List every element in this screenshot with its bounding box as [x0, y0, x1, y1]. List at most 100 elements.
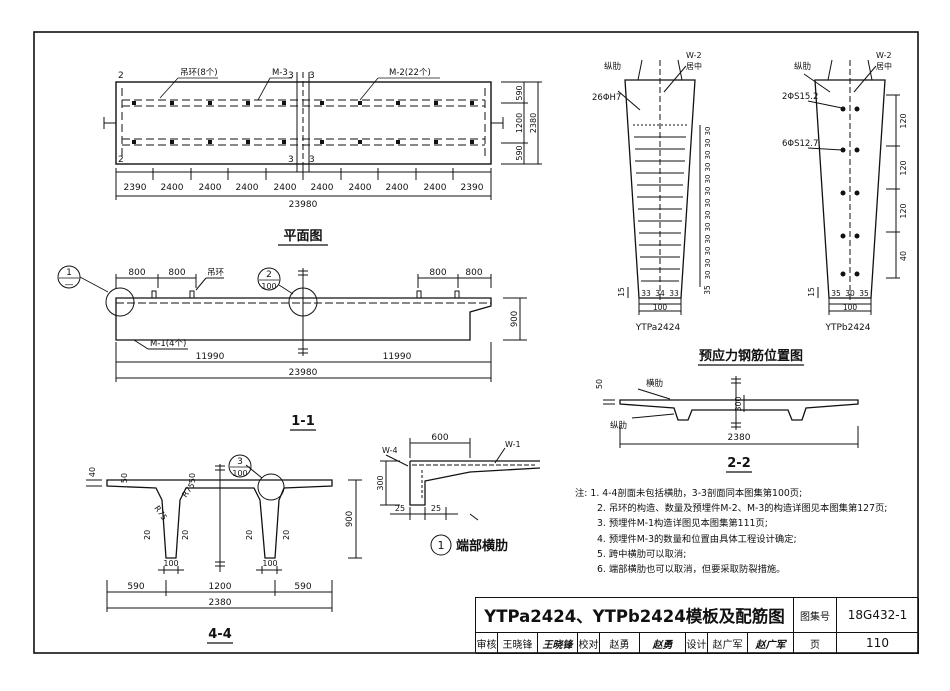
- svg-text:30: 30: [704, 223, 712, 232]
- svg-text:2400: 2400: [386, 183, 409, 193]
- end-rib-d2: 25: [431, 504, 441, 513]
- svg-text:2380: 2380: [209, 598, 232, 608]
- section-44: [86, 464, 362, 612]
- svg-text:2400: 2400: [161, 183, 184, 193]
- section-44-bottom-2: 100: [262, 559, 277, 568]
- page-label: 页: [794, 633, 837, 654]
- atlas-number: 18G432-1: [837, 598, 919, 633]
- review-name: 王晓锋: [498, 633, 538, 654]
- svg-text:3: 3: [288, 155, 294, 165]
- svg-text:34: 34: [655, 289, 665, 298]
- svg-text:40: 40: [899, 251, 908, 261]
- check-label: 校对: [578, 633, 600, 654]
- svg-text:2400: 2400: [274, 183, 297, 193]
- svg-text:120: 120: [899, 203, 908, 218]
- svg-text:2400: 2400: [424, 183, 447, 193]
- tendon-b-bottom-dims: 35 30 35 100: [831, 289, 869, 312]
- svg-text:100: 100: [653, 303, 668, 312]
- end-rib-title: 端部横肋: [456, 538, 508, 554]
- tendon-b-rib-label: 纵肋: [794, 61, 811, 72]
- svg-text:30: 30: [704, 271, 712, 280]
- atlas-label: 图集号: [794, 598, 837, 633]
- tendon-b-w2: W-2: [876, 51, 892, 60]
- svg-text:30: 30: [704, 139, 712, 148]
- svg-text:30: 30: [704, 151, 712, 160]
- svg-text:30: 30: [704, 247, 712, 256]
- callout-1: [57, 265, 109, 293]
- tendon-b-name: YTPb2424: [824, 323, 870, 333]
- section-44-web-top-2: 50: [188, 473, 197, 483]
- svg-text:30: 30: [704, 187, 712, 196]
- end-rib-h: 300: [376, 475, 385, 490]
- svg-text:3: 3: [309, 71, 315, 81]
- tendons-title: 预应力钢筋位置图: [699, 348, 803, 364]
- svg-text:800: 800: [465, 268, 482, 278]
- svg-text:35: 35: [859, 289, 869, 298]
- note-3: 3. 预埋件M-1构造详图见本图集第111页;: [597, 518, 768, 530]
- svg-text:2400: 2400: [199, 183, 222, 193]
- tendon-a-w2: W-2: [686, 51, 702, 60]
- plan-view: [103, 72, 542, 200]
- review-label: 审核: [476, 633, 498, 654]
- svg-text:800: 800: [128, 268, 145, 278]
- note-4: 4. 预埋件M-3的数量和位置由具体工程设计确定;: [597, 533, 797, 545]
- svg-text:35: 35: [703, 285, 712, 295]
- elevation-height: 900: [510, 311, 520, 327]
- svg-text:590: 590: [294, 582, 311, 592]
- svg-text:30: 30: [704, 175, 712, 184]
- svg-text:1200: 1200: [515, 113, 524, 133]
- svg-text:2: 2: [118, 155, 124, 165]
- svg-text:30: 30: [704, 259, 712, 268]
- svg-text:2390: 2390: [461, 183, 484, 193]
- plan-bay-dims: 2390 2400 2400 2400 2400 2400 2400 2400 …: [124, 183, 484, 193]
- plan-section-marks: 2 2 3 3 3 3: [118, 71, 315, 165]
- plan-m2-label: M-2(22个): [389, 68, 431, 78]
- tendon-b: [803, 59, 900, 315]
- svg-text:30: 30: [845, 289, 855, 298]
- plan-title: 平面图: [283, 229, 322, 244]
- end-rib-d1: 25: [395, 504, 405, 513]
- svg-text:33: 33: [641, 289, 651, 298]
- callout-3-bottom: 100: [232, 469, 247, 478]
- tendon-a-bottom-dims: 35 33 34 33 100: [641, 285, 712, 312]
- svg-text:100: 100: [843, 303, 858, 312]
- title-block: YTPa2424、YTPb2424模板及配筋图 图集号 18G432-1 审核 …: [475, 597, 919, 654]
- plan-right-dims: 590 1200 590 2380: [515, 85, 538, 160]
- svg-text:2400: 2400: [311, 183, 334, 193]
- check-name: 赵勇: [600, 633, 640, 654]
- design-name: 赵广军: [708, 633, 748, 654]
- note-1: 注: 1. 4-4剖面未包括横肋，3-3剖面同本图集第100页;: [575, 488, 803, 499]
- callout-1-bottom: —: [65, 280, 74, 290]
- note-2: 2. 吊环的构造、数量及预埋件M-2、M-3的构造详图见本图集第127页;: [597, 503, 888, 515]
- end-rib-w4: W-4: [382, 446, 398, 455]
- section-22-rib-h: 300: [734, 396, 743, 411]
- svg-text:3: 3: [309, 155, 315, 165]
- check-signature: 赵勇: [640, 633, 686, 654]
- tendon-a: [617, 59, 701, 315]
- plan-leaders: [159, 77, 440, 101]
- svg-text:20: 20: [245, 530, 254, 540]
- callout-3: [228, 454, 252, 478]
- elevation-ring-label: 吊环: [207, 268, 225, 278]
- svg-text:2400: 2400: [349, 183, 372, 193]
- svg-text:590: 590: [515, 145, 524, 160]
- end-rib-num: 1: [438, 539, 445, 552]
- note-6: 6. 端部横肋也可以取消，但要采取防裂措施。: [597, 564, 786, 576]
- tendon-a-center: 居中: [686, 61, 702, 71]
- tendon-b-strands: [840, 106, 860, 277]
- section-22-flange: 50: [595, 379, 604, 389]
- end-rib-detail: [380, 438, 541, 521]
- section-44-dims: 590 1200 590 2380: [127, 582, 311, 608]
- svg-text:2: 2: [118, 71, 124, 81]
- elevation-dims: 800 800 800 800 11990 11990 23980: [128, 268, 482, 378]
- tendon-a-spacings: 30 30 30 30 30 30 30 30 30 30 30 30 30: [704, 127, 712, 280]
- notes-prefix: 注:: [575, 488, 588, 499]
- svg-text:33: 33: [669, 289, 679, 298]
- svg-text:120: 120: [899, 113, 908, 128]
- section-44-title: 4-4: [208, 627, 232, 642]
- tendon-a-side-dim: 15: [617, 287, 626, 297]
- section-22: [603, 376, 859, 448]
- notes-block: 注: 1. 4-4剖面未包括横肋，3-3剖面同本图集第100页; 2. 吊环的构…: [575, 486, 935, 577]
- svg-text:30: 30: [704, 235, 712, 244]
